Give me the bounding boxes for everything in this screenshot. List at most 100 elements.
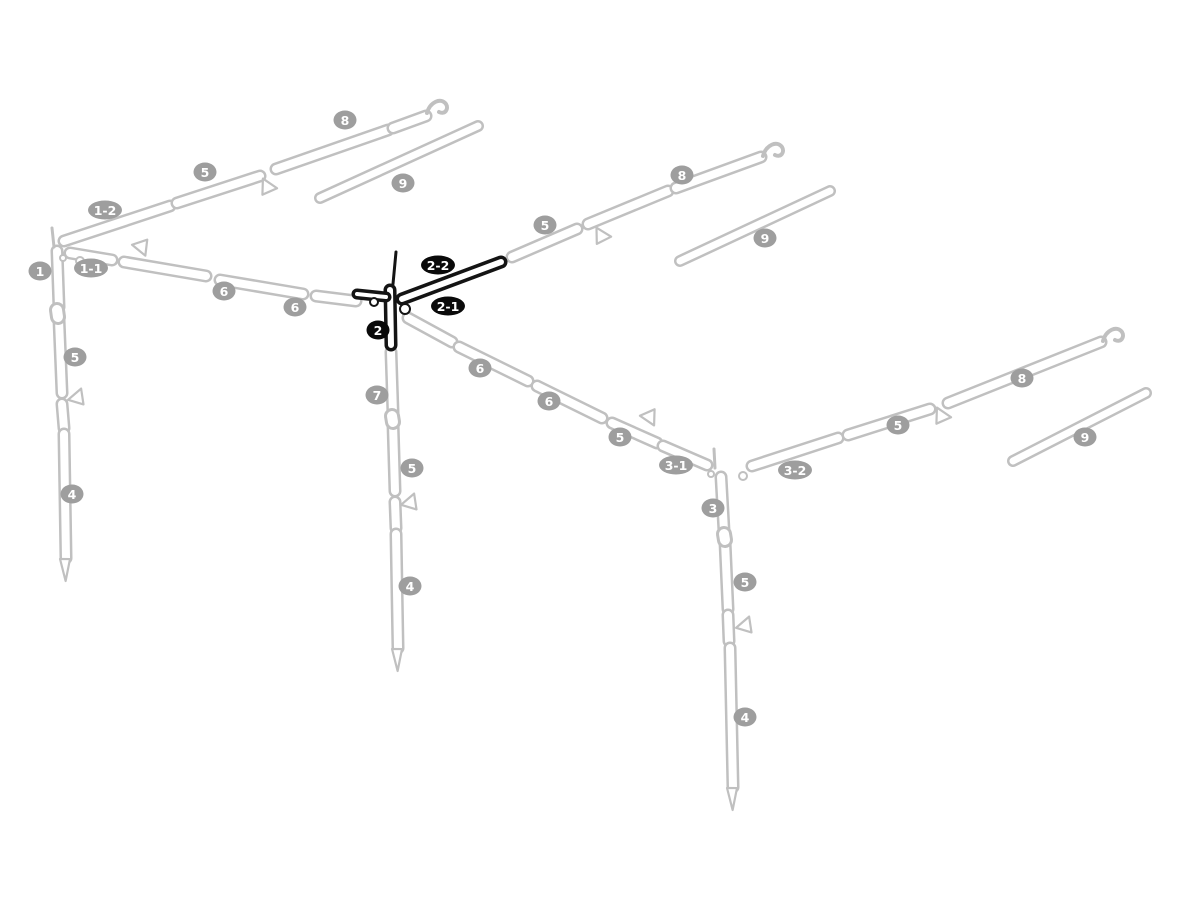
part-label-9: 9: [391, 173, 415, 193]
part-label-6: 6: [283, 297, 307, 317]
leg-left-segment: [50, 244, 66, 314]
svg-text:7: 7: [373, 388, 382, 403]
locking-pin: [391, 250, 398, 286]
rail-left-segment-6: [213, 273, 310, 301]
part-label-1-2: 1-2: [88, 200, 122, 220]
svg-text:5: 5: [616, 430, 625, 445]
svg-text:9: 9: [399, 176, 408, 191]
rail-middle-segment-5: [605, 416, 664, 450]
leg-left-segment: [55, 397, 71, 435]
rafter-left-segment-8: [269, 123, 395, 176]
part-label-2: 2: [366, 320, 390, 340]
clamp-triangle-icon: [734, 615, 753, 634]
svg-text:4: 4: [68, 487, 77, 502]
part-label-8: 8: [670, 165, 694, 185]
leg-middle-segment: [388, 495, 403, 535]
rafter-right-segment-32: [745, 431, 845, 473]
svg-text:6: 6: [545, 394, 554, 409]
part-label-4: 4: [398, 576, 422, 596]
part-label-8: 8: [1010, 368, 1034, 388]
svg-text:6: 6: [476, 361, 485, 376]
clamp-triangle-icon: [638, 408, 656, 427]
svg-text:5: 5: [894, 418, 903, 433]
joint-collar: [716, 526, 733, 548]
rail-middle-segment-6: [530, 379, 609, 425]
part-label-9: 9: [753, 228, 777, 248]
svg-text:8: 8: [341, 113, 350, 128]
part-label-1: 1: [28, 261, 52, 281]
part-label-6: 6: [537, 391, 561, 411]
part-label-2-2: 2-2: [421, 255, 455, 275]
part-label-3-1: 3-1: [659, 455, 693, 475]
hook-icon: [425, 98, 450, 115]
locking-pin: [50, 226, 56, 249]
rafter-left-segment: [57, 199, 177, 248]
part-label-5: 5: [400, 458, 424, 478]
rail-middle-segment: [401, 311, 459, 349]
part-label-1-1: 1-1: [74, 258, 108, 278]
pole-9-top-right: [674, 185, 836, 267]
clamp-triangle-icon: [261, 177, 279, 196]
joint-knob: [707, 470, 715, 478]
svg-text:4: 4: [406, 579, 415, 594]
svg-text:3: 3: [709, 501, 718, 516]
rafter-topright-segment: [581, 184, 675, 231]
hook-icon: [1101, 326, 1126, 343]
ground-spike: [58, 557, 72, 583]
ground-spike: [390, 647, 404, 673]
part-2-2-pole: [395, 255, 508, 306]
joint-knob: [59, 254, 67, 262]
joint-knob: [738, 471, 748, 481]
part-label-5: 5: [63, 347, 87, 367]
part-label-3-2: 3-2: [778, 460, 812, 480]
leg-middle-segment-7: [384, 345, 400, 420]
svg-text:6: 6: [220, 284, 229, 299]
svg-text:9: 9: [1081, 430, 1090, 445]
leg-right-segment: [721, 608, 736, 648]
rafter-left-segment-8: [386, 109, 433, 135]
svg-text:6: 6: [291, 300, 300, 315]
svg-text:1: 1: [36, 264, 45, 279]
svg-text:8: 8: [1018, 371, 1027, 386]
part-label-6: 6: [212, 281, 236, 301]
part-label-8: 8: [333, 110, 357, 130]
svg-text:1-1: 1-1: [80, 261, 103, 276]
part-label-9: 9: [1073, 427, 1097, 447]
locking-pin: [712, 447, 717, 470]
joint-collar: [49, 302, 66, 325]
part-label-5: 5: [886, 415, 910, 435]
rafter-left-segment: [170, 169, 267, 210]
part-label-5: 5: [733, 572, 757, 592]
rafter-topright-segment-8: [669, 150, 768, 195]
part-label-2-1: 2-1: [431, 296, 465, 316]
joint-knob: [369, 297, 379, 307]
rail-left-segment: [63, 246, 119, 267]
part-label-5: 5: [608, 427, 632, 447]
part-label-3: 3: [701, 498, 725, 518]
clamp-triangle-icon: [399, 492, 418, 511]
part-label-5: 5: [193, 162, 217, 182]
leg-right-segment-5: [718, 535, 735, 616]
svg-text:2-1: 2-1: [437, 299, 460, 314]
svg-text:5: 5: [71, 350, 80, 365]
svg-text:5: 5: [541, 218, 550, 233]
svg-text:5: 5: [741, 575, 750, 590]
pole-9-right: [1007, 387, 1152, 467]
rail-middle-segment: [656, 439, 714, 472]
svg-text:1-2: 1-2: [94, 203, 117, 218]
svg-text:3-2: 3-2: [784, 463, 807, 478]
leg-middle-segment-5: [386, 417, 402, 498]
svg-text:2-2: 2-2: [427, 258, 450, 273]
pole-9-top-left: [314, 120, 484, 204]
joint-knob: [399, 303, 411, 315]
leg-right-segment-4: [723, 641, 740, 794]
ground-spike: [725, 786, 739, 812]
joint-collar: [384, 408, 401, 430]
part-label-6: 6: [468, 358, 492, 378]
clamp-triangle-icon: [595, 226, 613, 245]
part-2-1-connector: [351, 288, 392, 303]
svg-text:5: 5: [408, 461, 417, 476]
svg-text:2: 2: [374, 323, 383, 338]
